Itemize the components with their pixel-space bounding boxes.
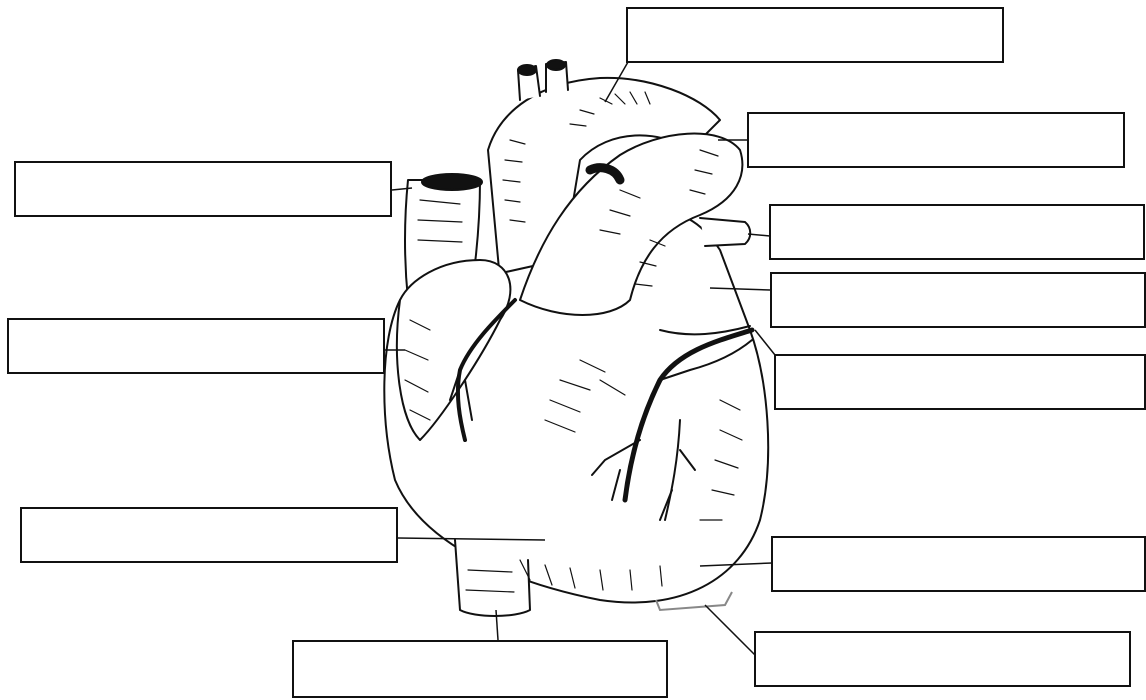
label-box-left-1[interactable]	[14, 161, 392, 217]
leader-line-right-5	[755, 330, 775, 355]
leader-line-right-3	[748, 234, 770, 236]
label-box-right-6[interactable]	[771, 536, 1146, 592]
label-box-top-right-2[interactable]	[747, 112, 1125, 168]
label-box-top-right-1[interactable]	[626, 7, 1004, 63]
label-box-right-4[interactable]	[770, 272, 1146, 328]
label-box-right-3[interactable]	[769, 204, 1145, 260]
label-box-left-2[interactable]	[7, 318, 385, 374]
label-box-bottom-right-7[interactable]	[754, 631, 1131, 687]
label-box-left-3[interactable]	[20, 507, 398, 563]
label-box-right-5[interactable]	[774, 354, 1146, 410]
label-box-bottom-8[interactable]	[292, 640, 668, 698]
leader-line-bottom-right-7	[705, 605, 755, 655]
vena-cava-opening	[422, 174, 482, 190]
pulmonary-artery	[700, 218, 750, 246]
